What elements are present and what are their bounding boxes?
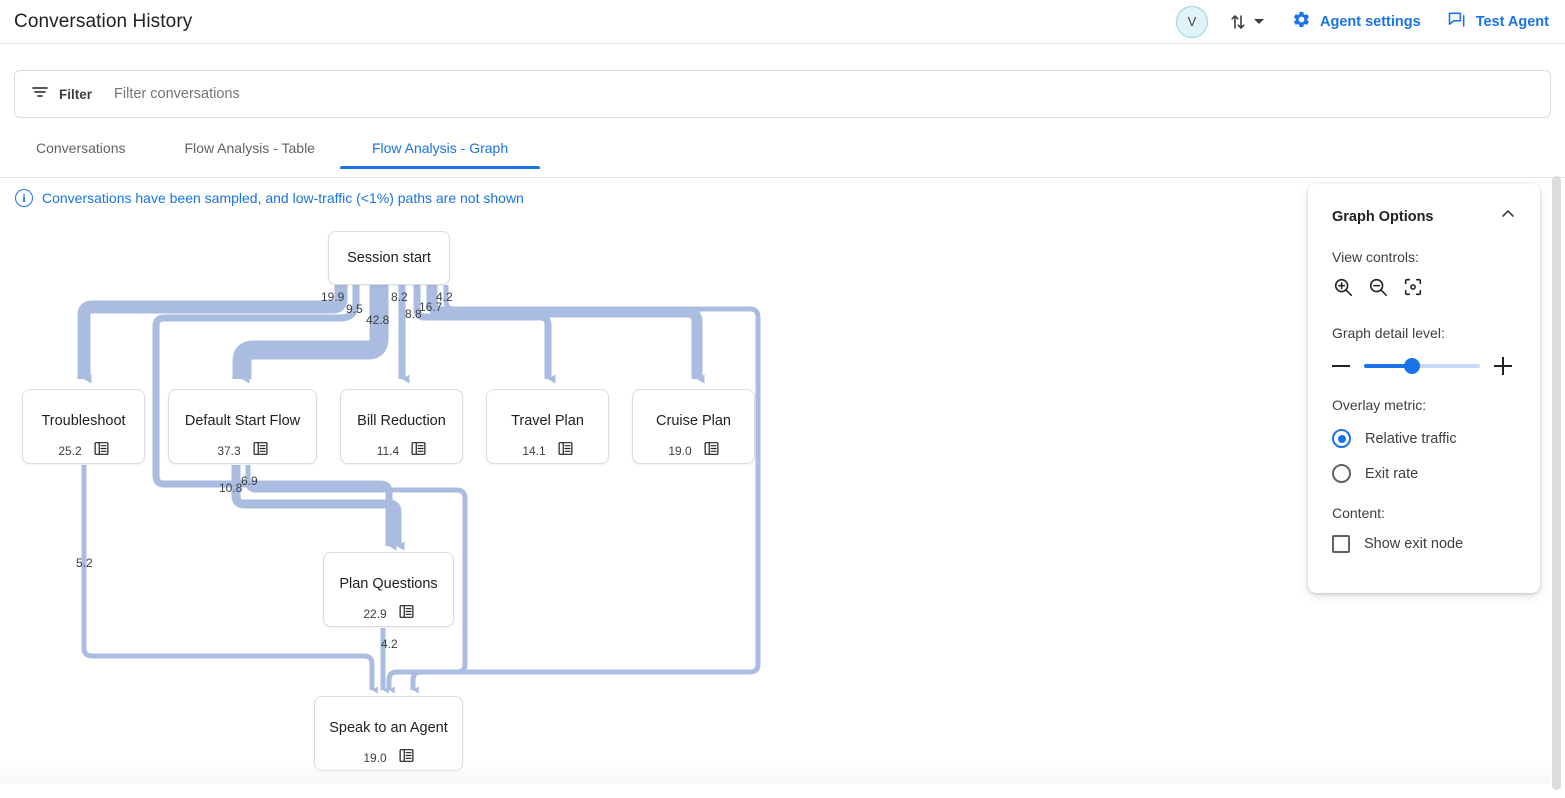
flow-edges bbox=[77, 285, 761, 694]
radio-button[interactable] bbox=[1332, 429, 1351, 448]
panel-title: Graph Options bbox=[1332, 208, 1434, 225]
filter-button[interactable]: Filter bbox=[31, 83, 92, 106]
gear-icon bbox=[1292, 10, 1311, 33]
graph-node-cruise-plan[interactable]: Cruise Plan 19.0 bbox=[632, 389, 755, 464]
filter-label: Filter bbox=[59, 86, 93, 102]
list-icon[interactable] bbox=[704, 441, 719, 461]
list-icon[interactable] bbox=[558, 441, 573, 461]
node-value: 25.2 bbox=[58, 444, 82, 458]
page-title: Conversation History bbox=[14, 10, 193, 32]
chevron-up-icon[interactable] bbox=[1500, 206, 1516, 227]
sort-control[interactable] bbox=[1228, 12, 1264, 32]
zoom-out-icon[interactable] bbox=[1367, 276, 1389, 303]
radio-exit-rate[interactable]: Exit rate bbox=[1332, 464, 1516, 483]
graph-node-travel-plan[interactable]: Travel Plan 14.1 bbox=[486, 389, 609, 464]
filter-icon bbox=[31, 83, 49, 106]
sort-arrows-icon bbox=[1228, 12, 1248, 32]
list-icon[interactable] bbox=[253, 441, 268, 461]
detail-level-control bbox=[1332, 357, 1516, 375]
node-metrics: 14.1 bbox=[522, 441, 573, 461]
content-label: Content: bbox=[1332, 505, 1385, 521]
node-label: Cruise Plan bbox=[656, 413, 731, 429]
graph-options-panel: Graph Options View controls: bbox=[1308, 184, 1540, 593]
info-icon: i bbox=[15, 189, 33, 207]
node-value: 11.4 bbox=[376, 444, 400, 458]
list-icon[interactable] bbox=[411, 441, 426, 461]
tab-conversations[interactable]: Conversations bbox=[36, 140, 126, 156]
minus-icon[interactable] bbox=[1332, 365, 1350, 367]
tab-flow-analysis-table[interactable]: Flow Analysis - Table bbox=[184, 140, 315, 156]
node-metrics: 11.4 bbox=[377, 441, 426, 461]
plus-icon[interactable] bbox=[1494, 357, 1512, 375]
node-label: Plan Questions bbox=[339, 576, 438, 592]
flow-graph-canvas[interactable]: Session start Troubleshoot 25.2 Default … bbox=[0, 178, 1551, 784]
radio-button[interactable] bbox=[1332, 464, 1351, 483]
view-controls-label: View controls: bbox=[1332, 249, 1419, 265]
panel-header: Graph Options bbox=[1332, 206, 1516, 227]
checkbox[interactable] bbox=[1332, 535, 1350, 553]
node-value: 19.0 bbox=[363, 751, 387, 765]
radio-label: Exit rate bbox=[1365, 465, 1419, 482]
graph-node-troubleshoot[interactable]: Troubleshoot 25.2 bbox=[22, 389, 145, 464]
node-label: Speak to an Agent bbox=[329, 720, 448, 736]
view-controls bbox=[1332, 276, 1516, 303]
top-bar-actions: V Agent settings bbox=[1175, 5, 1565, 38]
node-label: Troubleshoot bbox=[41, 413, 126, 429]
fit-to-screen-icon[interactable] bbox=[1402, 276, 1424, 303]
filter-bar: Filter bbox=[14, 70, 1551, 118]
radio-label: Relative traffic bbox=[1365, 430, 1457, 447]
detail-level-slider[interactable] bbox=[1364, 358, 1480, 374]
node-metrics: 37.3 bbox=[217, 441, 268, 461]
graph-node-default-start-flow[interactable]: Default Start Flow 37.3 bbox=[168, 389, 317, 464]
graph-node-plan-questions[interactable]: Plan Questions 22.9 bbox=[323, 552, 454, 627]
checkbox-label: Show exit node bbox=[1364, 536, 1464, 552]
avatar-initial: V bbox=[1187, 14, 1197, 29]
chevron-down-icon bbox=[1253, 19, 1264, 24]
node-label: Default Start Flow bbox=[184, 413, 301, 429]
slider-fill bbox=[1364, 364, 1412, 368]
graph-node-speak-to-an-agent[interactable]: Speak to an Agent 19.0 bbox=[314, 696, 463, 771]
vertical-scrollbar[interactable] bbox=[1552, 176, 1561, 790]
node-value: 37.3 bbox=[217, 444, 241, 458]
overlay-metric-label: Overlay metric: bbox=[1332, 397, 1427, 413]
node-metrics: 22.9 bbox=[363, 604, 414, 624]
node-label: Travel Plan bbox=[511, 413, 584, 429]
sampling-notice: i Conversations have been sampled, and l… bbox=[15, 189, 524, 207]
node-metrics: 19.0 bbox=[668, 441, 719, 461]
top-bar: Conversation History V Agent settings bbox=[0, 0, 1565, 44]
node-label: Session start bbox=[347, 250, 431, 266]
slider-thumb[interactable] bbox=[1404, 358, 1420, 374]
tab-bar: Conversations Flow Analysis - Table Flow… bbox=[0, 134, 1565, 178]
chat-bubbles-icon bbox=[1447, 10, 1467, 34]
node-value: 19.0 bbox=[668, 444, 692, 458]
node-metrics: 19.0 bbox=[363, 748, 414, 768]
search-input[interactable] bbox=[114, 86, 715, 102]
avatar[interactable]: V bbox=[1175, 5, 1208, 38]
node-value: 14.1 bbox=[522, 444, 546, 458]
node-metrics: 25.2 bbox=[58, 441, 109, 461]
radio-relative-traffic[interactable]: Relative traffic bbox=[1332, 429, 1516, 448]
checkbox-show-exit-node[interactable]: Show exit node bbox=[1332, 535, 1516, 553]
agent-settings-button[interactable]: Agent settings bbox=[1292, 10, 1421, 33]
list-icon[interactable] bbox=[399, 604, 414, 624]
list-icon[interactable] bbox=[399, 748, 414, 768]
graph-node-session-start[interactable]: Session start bbox=[328, 231, 450, 285]
tab-flow-analysis-graph[interactable]: Flow Analysis - Graph bbox=[339, 134, 541, 169]
list-icon[interactable] bbox=[94, 441, 109, 461]
test-agent-button[interactable]: Test Agent bbox=[1447, 10, 1549, 34]
graph-node-bill-reduction[interactable]: Bill Reduction 11.4 bbox=[340, 389, 463, 464]
agent-settings-label: Agent settings bbox=[1319, 13, 1421, 30]
zoom-in-icon[interactable] bbox=[1332, 276, 1354, 303]
node-value: 22.9 bbox=[363, 607, 387, 621]
test-agent-label: Test Agent bbox=[1475, 13, 1549, 30]
detail-level-label: Graph detail level: bbox=[1332, 325, 1445, 341]
sampling-notice-text: Conversations have been sampled, and low… bbox=[42, 190, 524, 206]
node-label: Bill Reduction bbox=[357, 413, 446, 429]
